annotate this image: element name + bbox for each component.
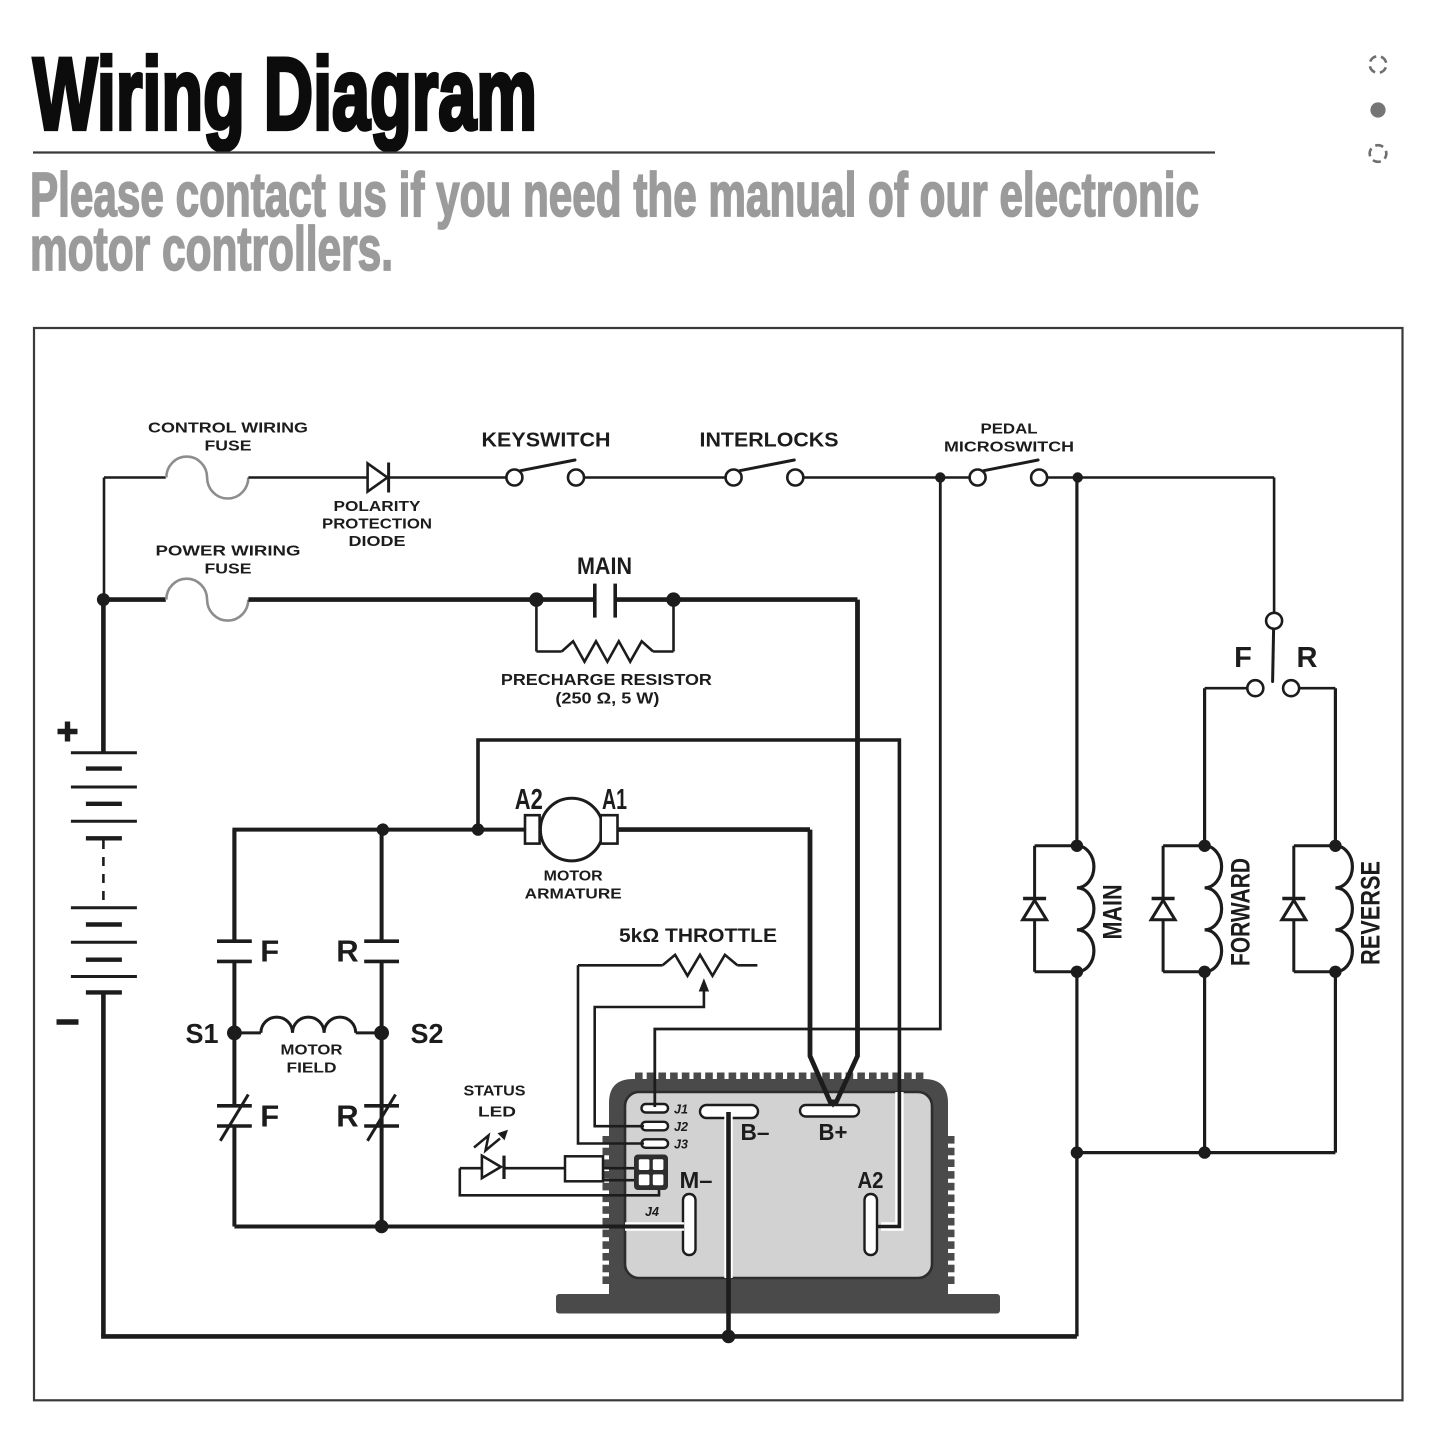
svg-text:A2: A2 — [515, 784, 543, 816]
svg-text:CONTROL WIRING: CONTROL WIRING — [148, 420, 308, 437]
svg-text:FORWARD: FORWARD — [1226, 858, 1256, 966]
svg-text:J1: J1 — [674, 1103, 688, 1117]
svg-text:MOTOR: MOTOR — [281, 1042, 343, 1059]
svg-text:R: R — [336, 934, 358, 969]
svg-text:MAIN: MAIN — [577, 553, 632, 580]
svg-text:PROTECTION: PROTECTION — [322, 516, 432, 533]
svg-text:ARMATURE: ARMATURE — [525, 887, 622, 903]
svg-text:F: F — [1234, 642, 1252, 674]
svg-text:MICROSWITCH: MICROSWITCH — [944, 439, 1074, 456]
svg-text:F: F — [260, 934, 279, 969]
svg-text:A2: A2 — [858, 1167, 884, 1193]
svg-text:B–: B– — [741, 1119, 770, 1145]
svg-text:LED: LED — [478, 1104, 516, 1121]
svg-text:MOTOR: MOTOR — [544, 869, 604, 885]
svg-text:(250 Ω, 5 W): (250 Ω, 5 W) — [555, 690, 659, 707]
svg-text:B+: B+ — [819, 1119, 848, 1145]
svg-text:J4: J4 — [645, 1205, 659, 1219]
svg-text:5kΩ THROTTLE: 5kΩ THROTTLE — [619, 926, 777, 947]
svg-text:MAIN: MAIN — [1098, 885, 1128, 940]
svg-text:Please contact us if you need: Please contact us if you need the manual… — [30, 161, 1199, 230]
svg-text:PEDAL: PEDAL — [981, 421, 1038, 438]
svg-text:STATUS: STATUS — [464, 1083, 526, 1100]
svg-text:J2: J2 — [674, 1120, 688, 1134]
svg-text:motor controllers.: motor controllers. — [30, 215, 393, 284]
svg-text:FIELD: FIELD — [287, 1060, 337, 1077]
svg-text:R: R — [1297, 642, 1318, 674]
svg-text:Wiring Diagram: Wiring Diagram — [33, 37, 537, 151]
svg-text:A1: A1 — [602, 784, 627, 816]
svg-text:DIODE: DIODE — [349, 533, 406, 550]
svg-text:POLARITY: POLARITY — [334, 498, 421, 515]
svg-text:M–: M– — [680, 1167, 713, 1193]
svg-text:REVERSE: REVERSE — [1356, 861, 1386, 965]
svg-text:S1: S1 — [186, 1018, 219, 1049]
svg-text:POWER WIRING: POWER WIRING — [156, 543, 301, 560]
svg-text:R: R — [336, 1098, 358, 1133]
svg-text:PRECHARGE RESISTOR: PRECHARGE RESISTOR — [501, 672, 712, 689]
svg-text:S2: S2 — [411, 1018, 444, 1049]
svg-text:FUSE: FUSE — [205, 560, 252, 577]
svg-text:INTERLOCKS: INTERLOCKS — [700, 430, 839, 452]
svg-text:F: F — [260, 1098, 279, 1133]
svg-text:FUSE: FUSE — [205, 438, 252, 455]
svg-text:KEYSWITCH: KEYSWITCH — [482, 430, 611, 452]
svg-text:J3: J3 — [674, 1138, 688, 1152]
